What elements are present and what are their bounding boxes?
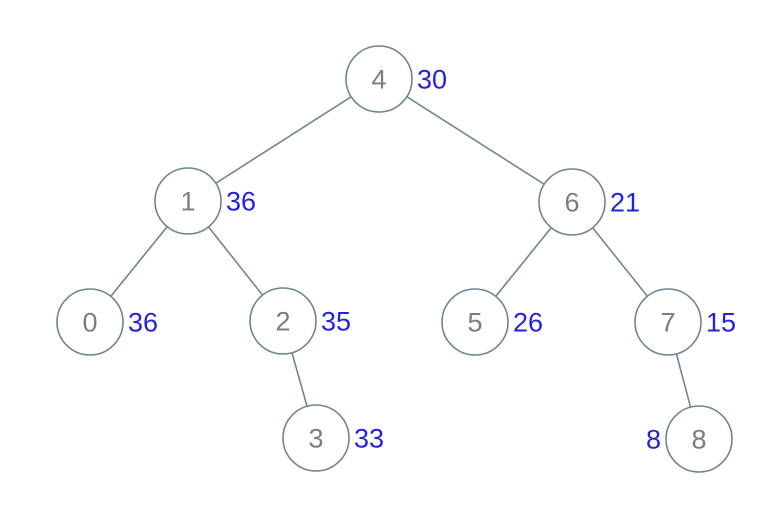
tree-node-6 <box>538 168 606 236</box>
node-annotation-1: 36 <box>226 186 256 216</box>
tree-node-7 <box>634 288 702 356</box>
node-label-6: 6 <box>564 187 579 217</box>
node-label-1: 1 <box>180 186 195 216</box>
tree-node-4 <box>345 45 413 113</box>
node-annotation-3: 33 <box>354 423 384 453</box>
node-label-5: 5 <box>467 307 482 337</box>
node-label-7: 7 <box>660 307 675 337</box>
node-label-3: 3 <box>308 423 323 453</box>
tree-node-1 <box>154 167 222 235</box>
node-label-4: 4 <box>371 64 386 94</box>
tree-edge-4-1 <box>187 78 380 202</box>
node-annotation-6: 21 <box>610 187 640 217</box>
tree-node-5 <box>441 288 509 356</box>
node-annotation-8: 8 <box>646 424 661 454</box>
node-annotation-2: 35 <box>321 306 351 336</box>
tree-node-0 <box>56 288 124 356</box>
tree-node-8 <box>665 405 733 473</box>
node-label-2: 2 <box>275 306 290 336</box>
node-label-0: 0 <box>82 307 97 337</box>
node-label-8: 8 <box>691 424 706 454</box>
node-annotation-5: 26 <box>513 307 543 337</box>
tree-edge-4-6 <box>378 78 573 203</box>
tree-node-2 <box>249 287 317 355</box>
tree-node-3 <box>282 404 350 472</box>
node-annotation-7: 15 <box>706 307 736 337</box>
node-annotation-4: 30 <box>417 64 447 94</box>
node-annotation-0: 36 <box>128 307 158 337</box>
